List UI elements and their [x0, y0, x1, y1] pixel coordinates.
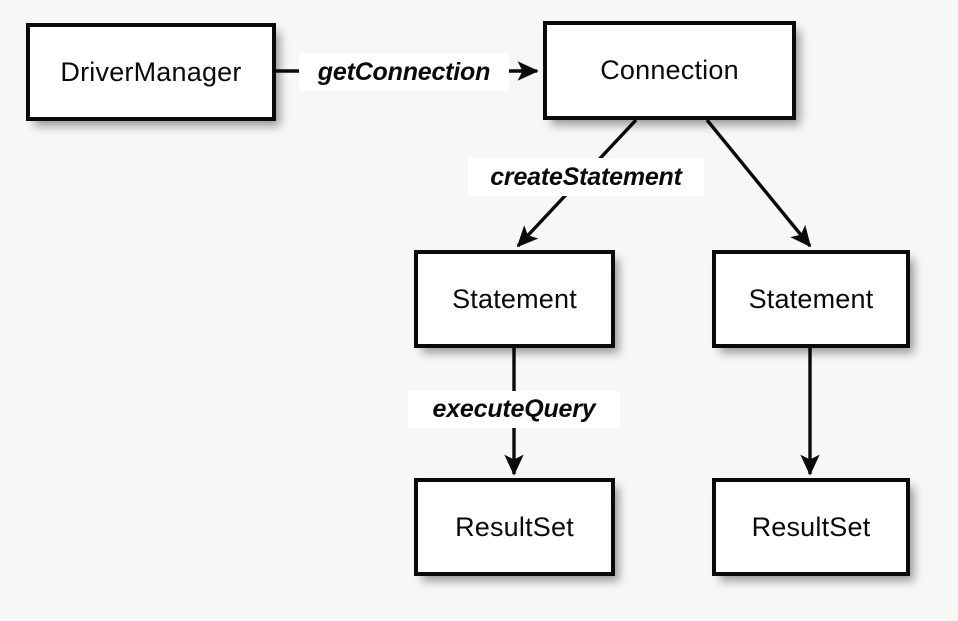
- node-resultset-right[interactable]: ResultSet: [712, 478, 910, 576]
- node-resultset-left-label: ResultSet: [455, 511, 574, 542]
- edge-createstatement-2-line: [705, 118, 812, 248]
- node-statement-right-label: Statement: [748, 283, 874, 314]
- node-connection-label: Connection: [600, 55, 739, 85]
- node-connection[interactable]: Connection: [543, 21, 796, 120]
- edge-label-getconnection: getConnection: [299, 53, 509, 91]
- node-resultset-left[interactable]: ResultSet: [414, 478, 615, 576]
- edge-label-executequery: executeQuery: [408, 391, 620, 428]
- node-drivermanager[interactable]: DriverManager: [26, 23, 276, 121]
- node-statement-right[interactable]: Statement: [712, 250, 910, 348]
- node-statement-left[interactable]: Statement: [414, 250, 615, 348]
- node-resultset-right-label: ResultSet: [751, 511, 871, 542]
- edge-label-createstatement: createStatement: [468, 158, 704, 196]
- node-statement-left-label: Statement: [452, 283, 577, 314]
- node-drivermanager-label: DriverManager: [60, 56, 242, 87]
